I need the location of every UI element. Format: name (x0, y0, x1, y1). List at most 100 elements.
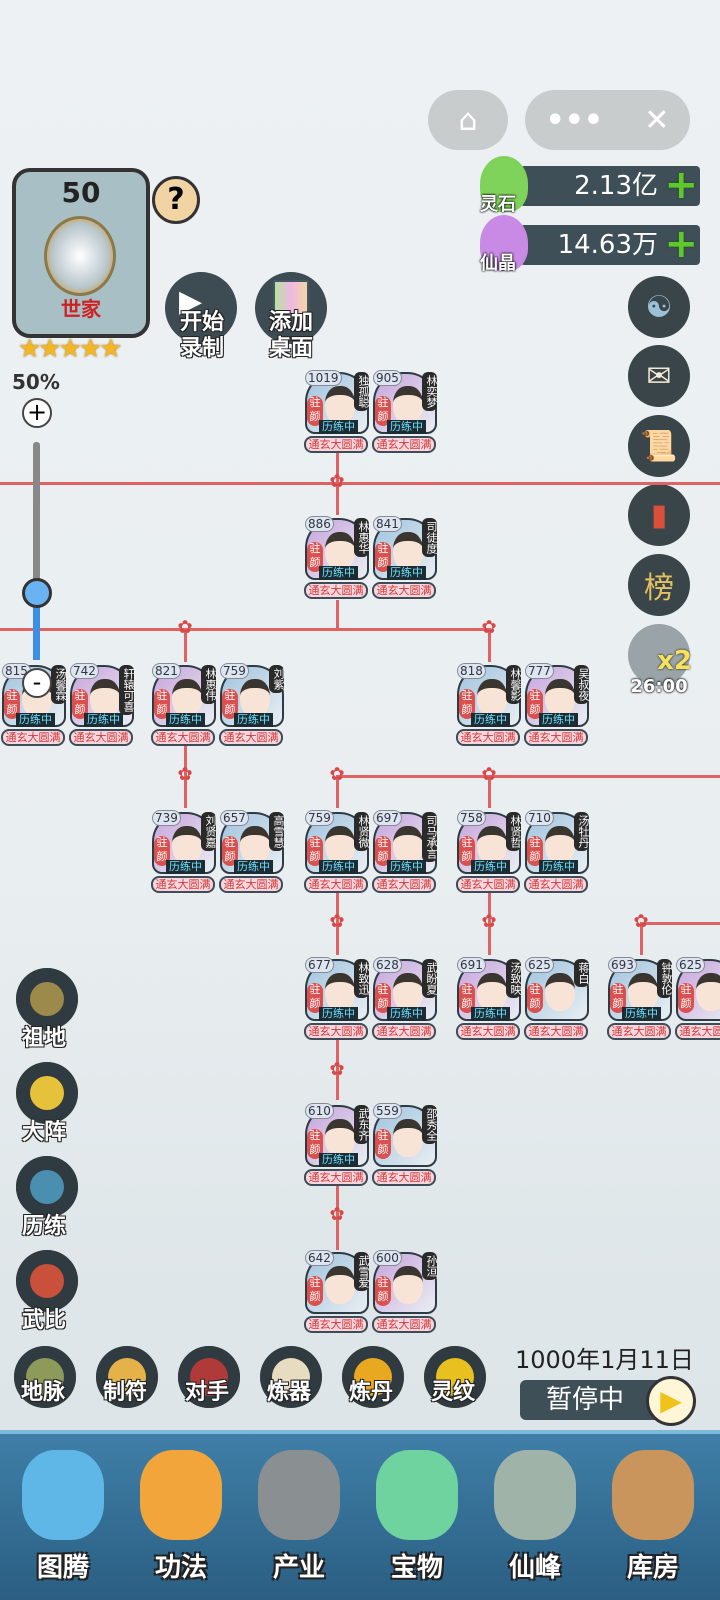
letters-icon[interactable]: ✉ (628, 345, 690, 407)
help-button[interactable]: ? (152, 176, 200, 224)
menu-0-label[interactable]: 祖地 (22, 1026, 67, 1051)
member-score: 628 (373, 957, 402, 973)
nav-tab-3[interactable]: 宝物 (362, 1450, 472, 1600)
nav-tab-0[interactable]: 图腾 (8, 1450, 118, 1600)
pause-button[interactable]: 暂停中 (520, 1380, 670, 1420)
func-3-icon[interactable] (260, 1346, 322, 1408)
menu-2-label[interactable]: 历练 (22, 1214, 67, 1239)
clan-badge[interactable]: 50 世家 (12, 168, 150, 338)
member-score: 759 (220, 663, 249, 679)
zoom-in-button[interactable]: + (22, 398, 52, 428)
close-icon[interactable]: ✕ (644, 102, 670, 138)
func-0-label[interactable]: 地脉 (21, 1380, 66, 1405)
member-card[interactable]: 625驻颜通玄大圆满 (674, 955, 720, 1041)
func-1-icon[interactable] (96, 1346, 158, 1408)
zoom-out-button[interactable]: - (22, 668, 52, 698)
nav-4-label: 仙峰 (508, 1553, 561, 1583)
func-3-label[interactable]: 炼器 (267, 1380, 312, 1405)
preserve-youth-seal: 驻颜 (307, 396, 323, 426)
marriage-knot-icon: ✿ (481, 764, 497, 785)
start-recording-button[interactable]: ▶ (165, 272, 237, 344)
func-1-label[interactable]: 制符 (103, 1380, 148, 1405)
menu-1-label[interactable]: 大阵 (22, 1120, 67, 1145)
nav-tab-4[interactable]: 仙峰 (480, 1450, 590, 1600)
menu-1-icon[interactable] (16, 1062, 78, 1124)
nav-tab-5[interactable]: 库房 (598, 1450, 708, 1600)
scroll-icon[interactable]: 📜 (628, 415, 690, 477)
speed-button[interactable]: x2 (628, 624, 692, 686)
func-0-icon[interactable] (14, 1346, 76, 1408)
member-name: 孙洹 (422, 1252, 438, 1280)
settings-icon[interactable]: ☯ (628, 276, 690, 338)
func-2-icon[interactable] (178, 1346, 240, 1408)
member-score: 642 (305, 1250, 334, 1266)
zoom-track[interactable] (33, 442, 40, 592)
training-status: 历练中 (234, 713, 273, 727)
couple-card[interactable]: 693钟敦伦驻颜历练中通玄大圆满625驻颜通玄大圆满 (606, 955, 720, 1041)
avatar (545, 973, 575, 1011)
realm-badge: 通玄大圆满 (304, 1023, 368, 1040)
nav-2-label: 产业 (272, 1553, 325, 1583)
home-button[interactable]: ⌂ (428, 90, 508, 150)
play-icon[interactable]: ▶ (646, 1376, 696, 1426)
func-5-icon[interactable] (424, 1346, 486, 1408)
func-4-label[interactable]: 炼丹 (349, 1380, 394, 1405)
add-spirit-stone-button[interactable]: + (664, 162, 698, 208)
func-4-icon[interactable] (342, 1346, 404, 1408)
menu-2-icon[interactable] (16, 1156, 78, 1218)
func-5-label[interactable]: 灵纹 (431, 1380, 476, 1405)
add-immortal-crystal-button[interactable]: + (664, 221, 698, 267)
zoom-slider-handle[interactable] (22, 578, 52, 608)
member-score: 818 (457, 663, 486, 679)
menu-3-label[interactable]: 武比 (22, 1308, 67, 1333)
menu-3-icon[interactable] (16, 1250, 78, 1312)
menu-0-icon[interactable] (16, 968, 78, 1030)
ranking-icon[interactable]: 榜 (628, 554, 690, 616)
nav-tab-1[interactable]: 功法 (126, 1450, 236, 1600)
member-score: 625 (525, 957, 554, 973)
book-icon[interactable]: ▮ (628, 484, 690, 546)
more-icon[interactable]: ••• (545, 102, 604, 138)
realm-badge: 通玄大圆满 (524, 729, 588, 746)
func-2-label[interactable]: 对手 (185, 1380, 230, 1405)
add-desktop-button[interactable] (255, 272, 327, 344)
marriage-knot-icon: ✿ (329, 764, 345, 785)
nav-tab-2[interactable]: 产业 (244, 1450, 354, 1600)
